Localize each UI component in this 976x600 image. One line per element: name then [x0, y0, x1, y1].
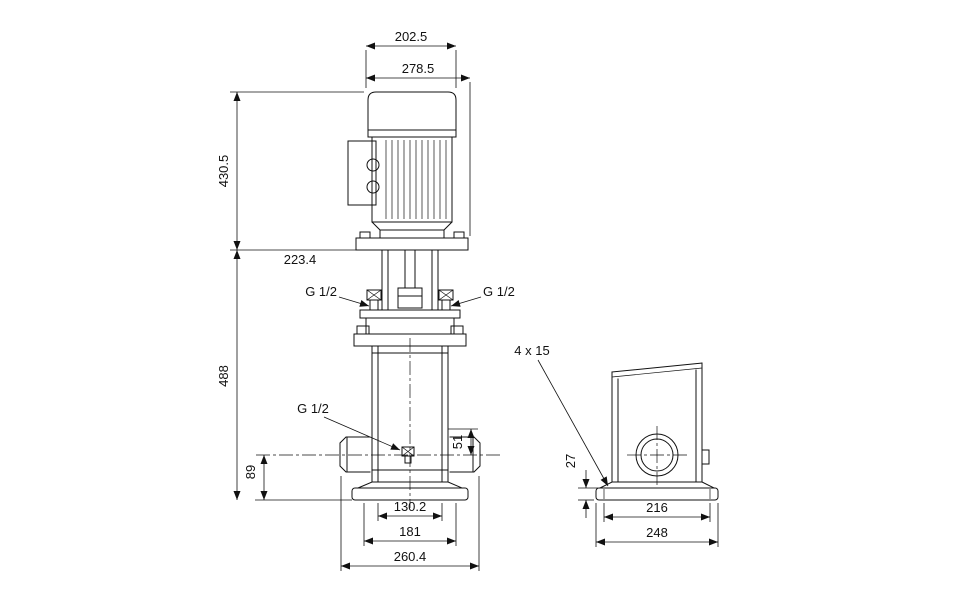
gauge-plug-right [438, 289, 454, 311]
dimension-motor-depth: 278.5 [366, 61, 471, 236]
dim-label-202-5: 202.5 [395, 29, 428, 44]
drain-plug [401, 446, 415, 464]
staybolt-nut-left [356, 325, 370, 335]
dim-label-223-4: 223.4 [284, 252, 317, 267]
dim-label-89: 89 [243, 465, 258, 479]
dimensions: 202.5 278.5 430.5 223.4 488 89 [216, 29, 719, 571]
port-label-right: G 1/2 [483, 284, 515, 299]
flange-bolt-left [359, 231, 371, 239]
dim-label-430-5: 430.5 [216, 155, 231, 188]
port-label-drain: G 1/2 [297, 401, 329, 416]
dim-label-27: 27 [563, 454, 578, 468]
dim-label-248: 248 [646, 525, 668, 540]
side-tab [701, 449, 710, 465]
motor-flange [355, 237, 469, 251]
dimension-port-height: 89 [243, 455, 268, 500]
terminal-gland-bottom [366, 180, 380, 194]
port-label-left: G 1/2 [305, 284, 337, 299]
terminal-box [347, 140, 377, 206]
dimension-motor-height: 430.5 [216, 91, 364, 251]
dimension-base-width-outer: 260.4 [340, 476, 480, 571]
dimension-foot-thickness: 27 [563, 454, 598, 518]
label-gauge-port-left: G 1/2 [305, 284, 370, 307]
side-body [611, 362, 710, 483]
dim-label-260-4: 260.4 [394, 549, 427, 564]
dimension-motor-top-width: 202.5 [365, 29, 457, 88]
flange-bolt-right [453, 231, 465, 239]
dimension-base-width-inner: 130.2 [377, 499, 443, 521]
dimension-base-width-mid: 181 [363, 503, 457, 546]
gauge-plug-left [366, 289, 382, 311]
dimension-bolt-spacing: 216 [603, 500, 711, 522]
dim-label-130-2: 130.2 [394, 499, 427, 514]
dimension-port-to-chamber: 51 [448, 428, 478, 455]
staybolt-nut-right [450, 325, 464, 335]
motor [347, 91, 469, 251]
fan-cover [367, 91, 457, 138]
dimension-foot-width: 248 [595, 503, 719, 547]
dim-label-278-5: 278.5 [402, 61, 435, 76]
label-drain-port: G 1/2 [297, 401, 401, 451]
dim-label-181: 181 [399, 524, 421, 539]
motor-body [371, 136, 453, 223]
suction-port [339, 436, 371, 473]
side-view [595, 362, 719, 501]
terminal-gland-top [366, 158, 380, 172]
dim-label-51: 51 [450, 435, 465, 449]
coupling-section [366, 249, 454, 311]
dimension-pump-height: 488 [216, 250, 352, 501]
shaft-coupling [397, 287, 423, 309]
dim-label-488: 488 [216, 365, 231, 387]
dimension-flange-plane: 223.4 [284, 252, 317, 267]
dim-label-4x15: 4 x 15 [514, 343, 549, 358]
front-view [256, 91, 500, 508]
label-gauge-port-right: G 1/2 [450, 284, 515, 307]
motor-fins [385, 140, 447, 219]
dim-label-216: 216 [646, 500, 668, 515]
label-bolt-holes: 4 x 15 [514, 343, 609, 487]
motor-neck [371, 221, 453, 239]
